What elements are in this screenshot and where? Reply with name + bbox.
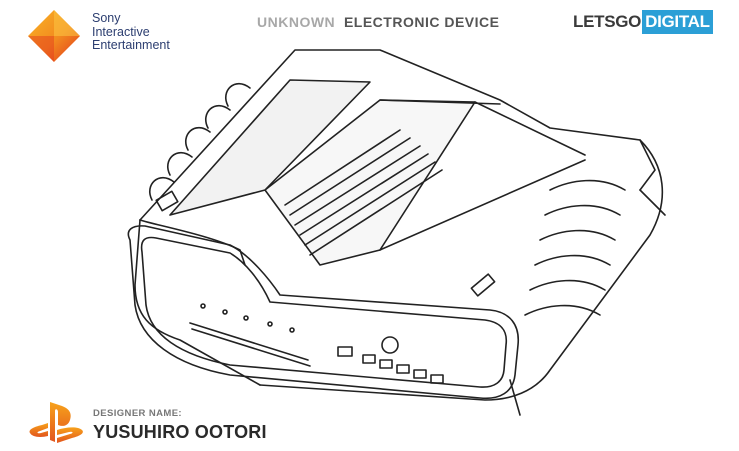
document-title: UNKNOWN ELECTRONIC DEVICE	[257, 14, 499, 30]
title-word-device: ELECTRONIC DEVICE	[343, 14, 500, 30]
designer-label: DESIGNER NAME:	[93, 408, 182, 419]
company-name: Sony Interactive Entertainment	[92, 11, 170, 53]
designer-name: YUSUHIRO OOTORI	[93, 422, 267, 442]
sony-interactive-logo-icon	[28, 10, 80, 62]
playstation-logo-icon	[29, 402, 83, 443]
company-name-line: Sony	[92, 11, 121, 25]
company-branding: Sony Interactive Entertainment	[26, 8, 196, 64]
device-line-drawing	[127, 49, 666, 416]
company-name-line: Interactive	[92, 24, 150, 39]
source-brand-part-1: LETSGO	[573, 12, 642, 31]
title-word-unknown: UNKNOWN	[257, 14, 336, 30]
company-name-line: Entertainment	[92, 38, 170, 52]
source-brand-part-2: DIGITAL	[642, 10, 713, 34]
